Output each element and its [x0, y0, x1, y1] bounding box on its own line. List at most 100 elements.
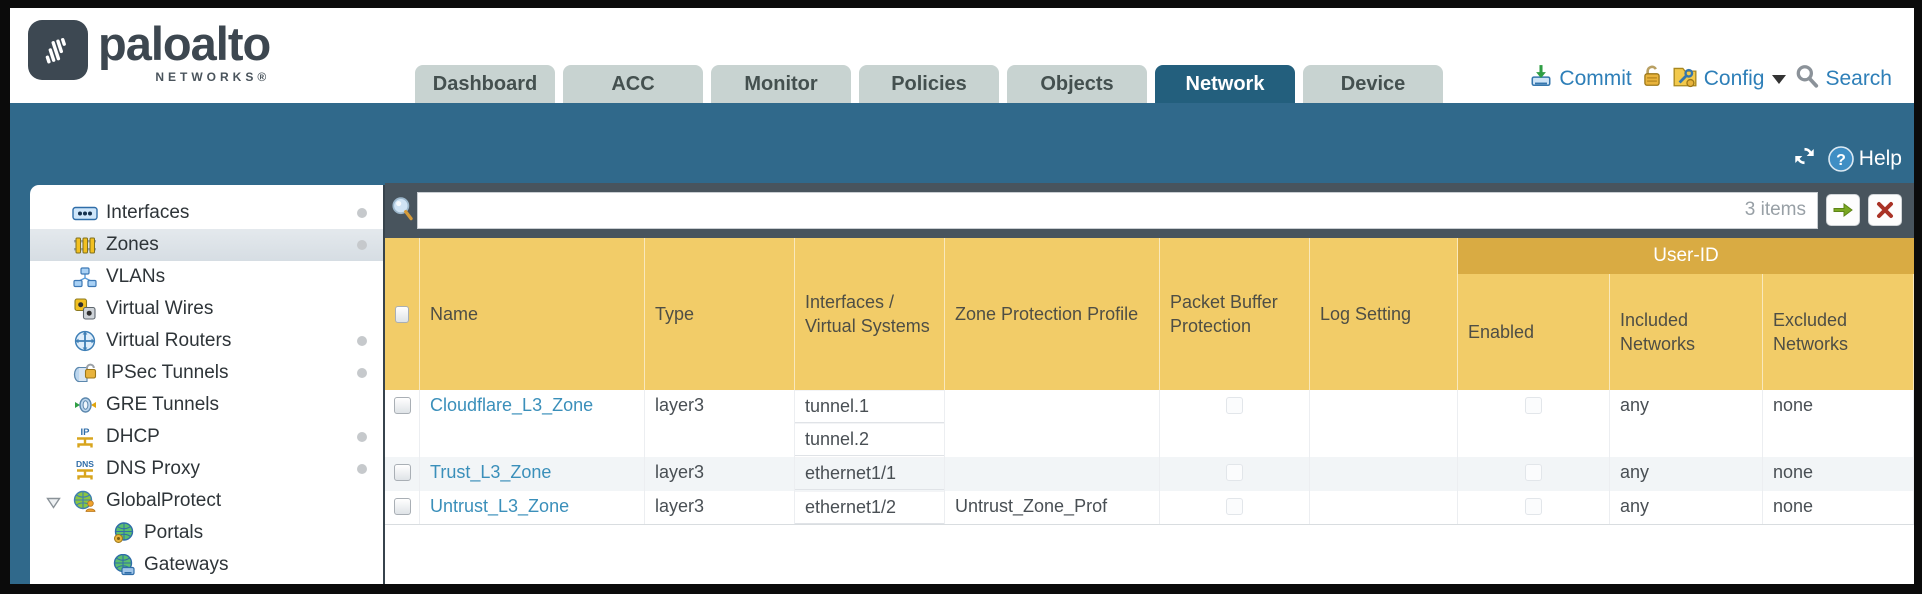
interface-item: ethernet1/2: [795, 491, 944, 524]
help-button[interactable]: ? Help: [1827, 146, 1902, 172]
zone-name-link[interactable]: Cloudflare_L3_Zone: [430, 395, 594, 415]
log-setting-cell: [1310, 491, 1458, 524]
sidebar-item-globalprotect[interactable]: GlobalProtect: [30, 485, 383, 517]
sidebar-item-portals[interactable]: Portals: [30, 517, 383, 549]
refresh-icon[interactable]: [1791, 143, 1818, 175]
table-header: Name Type Interfaces / Virtual Systems Z…: [385, 238, 1914, 390]
zone-type-cell: layer3: [645, 491, 795, 524]
config-caret-icon: [1772, 74, 1787, 84]
column-header-interfaces[interactable]: Interfaces / Virtual Systems: [795, 238, 945, 390]
excluded-networks-cell: none: [1763, 457, 1914, 491]
search-button[interactable]: Search: [1795, 64, 1892, 94]
excluded-networks-cell: none: [1763, 390, 1914, 457]
included-networks-cell: any: [1610, 457, 1763, 491]
sidebar-item-interfaces[interactable]: Interfaces: [30, 197, 383, 229]
table-row: Untrust_L3_Zone layer3 ethernet1/2 Untru…: [385, 491, 1914, 525]
column-header-log-setting[interactable]: Log Setting: [1310, 238, 1458, 390]
zone-name-link[interactable]: Untrust_L3_Zone: [430, 496, 570, 516]
sidebar-item-label: Interfaces: [106, 202, 190, 223]
teal-banner: ? Help: [10, 103, 1914, 183]
collapse-triangle-icon[interactable]: [46, 493, 61, 515]
status-dot: [357, 240, 367, 250]
header-utilities: Commit Con: [1529, 64, 1892, 94]
log-setting-cell: [1310, 390, 1458, 457]
sidebar-item-label: DNS Proxy: [106, 458, 200, 479]
sidebar-item-label: Portals: [144, 522, 204, 543]
row-checkbox[interactable]: [393, 498, 411, 515]
zone-interfaces-cell: tunnel.1 tunnel.2: [795, 390, 945, 457]
column-header-included-networks[interactable]: Included Networks: [1610, 274, 1763, 390]
sidebar-item-label: GRE Tunnels: [106, 394, 219, 415]
status-dot: [357, 336, 367, 346]
config-icon: [1672, 64, 1698, 94]
select-all-checkbox[interactable]: [395, 305, 409, 323]
sidebar-item-virtual-wires[interactable]: Virtual Wires: [30, 293, 383, 325]
lock-icon[interactable]: [1641, 64, 1663, 94]
zones-icon: [72, 234, 98, 256]
status-dot: [357, 368, 367, 378]
ipsec-tunnels-icon: [72, 362, 98, 384]
sidebar-item-label: Gateways: [144, 554, 229, 575]
sidebar-item-virtual-routers[interactable]: Virtual Routers: [30, 325, 383, 357]
sidebar-item-label: VLANs: [106, 266, 166, 287]
config-button[interactable]: Config: [1672, 64, 1787, 94]
tab-network[interactable]: Network: [1155, 65, 1295, 103]
tab-device[interactable]: Device: [1303, 65, 1443, 103]
zone-protection-cell: [945, 457, 1160, 491]
filter-search-icon: [391, 196, 415, 229]
table-row: Cloudflare_L3_Zone layer3 tunnel.1 tunne…: [385, 390, 1914, 457]
filter-input[interactable]: [417, 192, 1818, 229]
column-header-type[interactable]: Type: [645, 238, 795, 390]
commit-icon: [1529, 64, 1553, 94]
included-networks-cell: any: [1610, 390, 1763, 457]
sidebar-item-label: IPSec Tunnels: [106, 362, 229, 383]
tab-monitor[interactable]: Monitor: [711, 65, 851, 103]
svg-text:DNS: DNS: [76, 459, 94, 469]
tab-policies[interactable]: Policies: [859, 65, 999, 103]
content-area: Interfaces Zones: [10, 183, 1914, 584]
clear-filter-button[interactable]: [1868, 194, 1902, 226]
column-header-zone-protection-profile[interactable]: Zone Protection Profile: [945, 238, 1160, 390]
zones-panel: 3 items Name Type Interfac: [385, 183, 1914, 584]
search-label: Search: [1825, 67, 1892, 90]
zone-type-cell: layer3: [645, 457, 795, 491]
brand-logo: paloalto NETWORKS®: [28, 20, 271, 83]
sidebar-item-gateways[interactable]: Gateways: [30, 549, 383, 581]
dhcp-icon: IP: [72, 426, 98, 448]
zone-name-link[interactable]: Trust_L3_Zone: [430, 462, 552, 482]
row-checkbox[interactable]: [393, 397, 411, 414]
zone-protection-cell: Untrust_Zone_Prof: [945, 491, 1160, 524]
sidebar-item-zones[interactable]: Zones: [30, 229, 383, 261]
svg-text:IP: IP: [81, 427, 91, 438]
table-body: Cloudflare_L3_Zone layer3 tunnel.1 tunne…: [385, 390, 1914, 584]
column-header-name[interactable]: Name: [420, 238, 645, 390]
config-label: Config: [1703, 67, 1765, 90]
column-header-excluded-networks[interactable]: Excluded Networks: [1763, 274, 1914, 390]
sidebar-item-label: GlobalProtect: [106, 490, 222, 511]
column-header-packet-buffer-protection[interactable]: Packet Buffer Protection: [1160, 238, 1310, 390]
apply-filter-button[interactable]: [1826, 194, 1860, 226]
sidebar-item-label: Virtual Wires: [106, 298, 214, 319]
sidebar-item-ipsec-tunnels[interactable]: IPSec Tunnels: [30, 357, 383, 389]
gre-tunnels-icon: [72, 394, 98, 416]
sidebar-item-dhcp[interactable]: IP DHCP: [30, 421, 383, 453]
row-checkbox[interactable]: [393, 464, 411, 481]
filter-bar: 3 items: [385, 183, 1914, 238]
tab-objects[interactable]: Objects: [1007, 65, 1147, 103]
sidebar-item-dns-proxy[interactable]: DNS DNS Proxy: [30, 453, 383, 485]
commit-button[interactable]: Commit: [1529, 64, 1632, 94]
packet-buffer-checkbox: [1226, 464, 1243, 481]
sidebar-item-vlans[interactable]: VLANs: [30, 261, 383, 293]
userid-enabled-checkbox: [1525, 464, 1542, 481]
virtual-routers-icon: [72, 330, 98, 352]
sidebar-item-label: DHCP: [106, 426, 160, 447]
sidebar-item-label: Virtual Routers: [106, 330, 232, 351]
sidebar-item-gre-tunnels[interactable]: GRE Tunnels: [30, 389, 383, 421]
group-header-user-id: User-ID: [1458, 238, 1914, 274]
tab-dashboard[interactable]: Dashboard: [415, 65, 555, 103]
status-dot: [357, 208, 367, 218]
included-networks-cell: any: [1610, 491, 1763, 524]
tab-acc[interactable]: ACC: [563, 65, 703, 103]
column-header-enabled[interactable]: Enabled: [1458, 274, 1610, 390]
sidebar-item-label: Zones: [106, 234, 159, 255]
